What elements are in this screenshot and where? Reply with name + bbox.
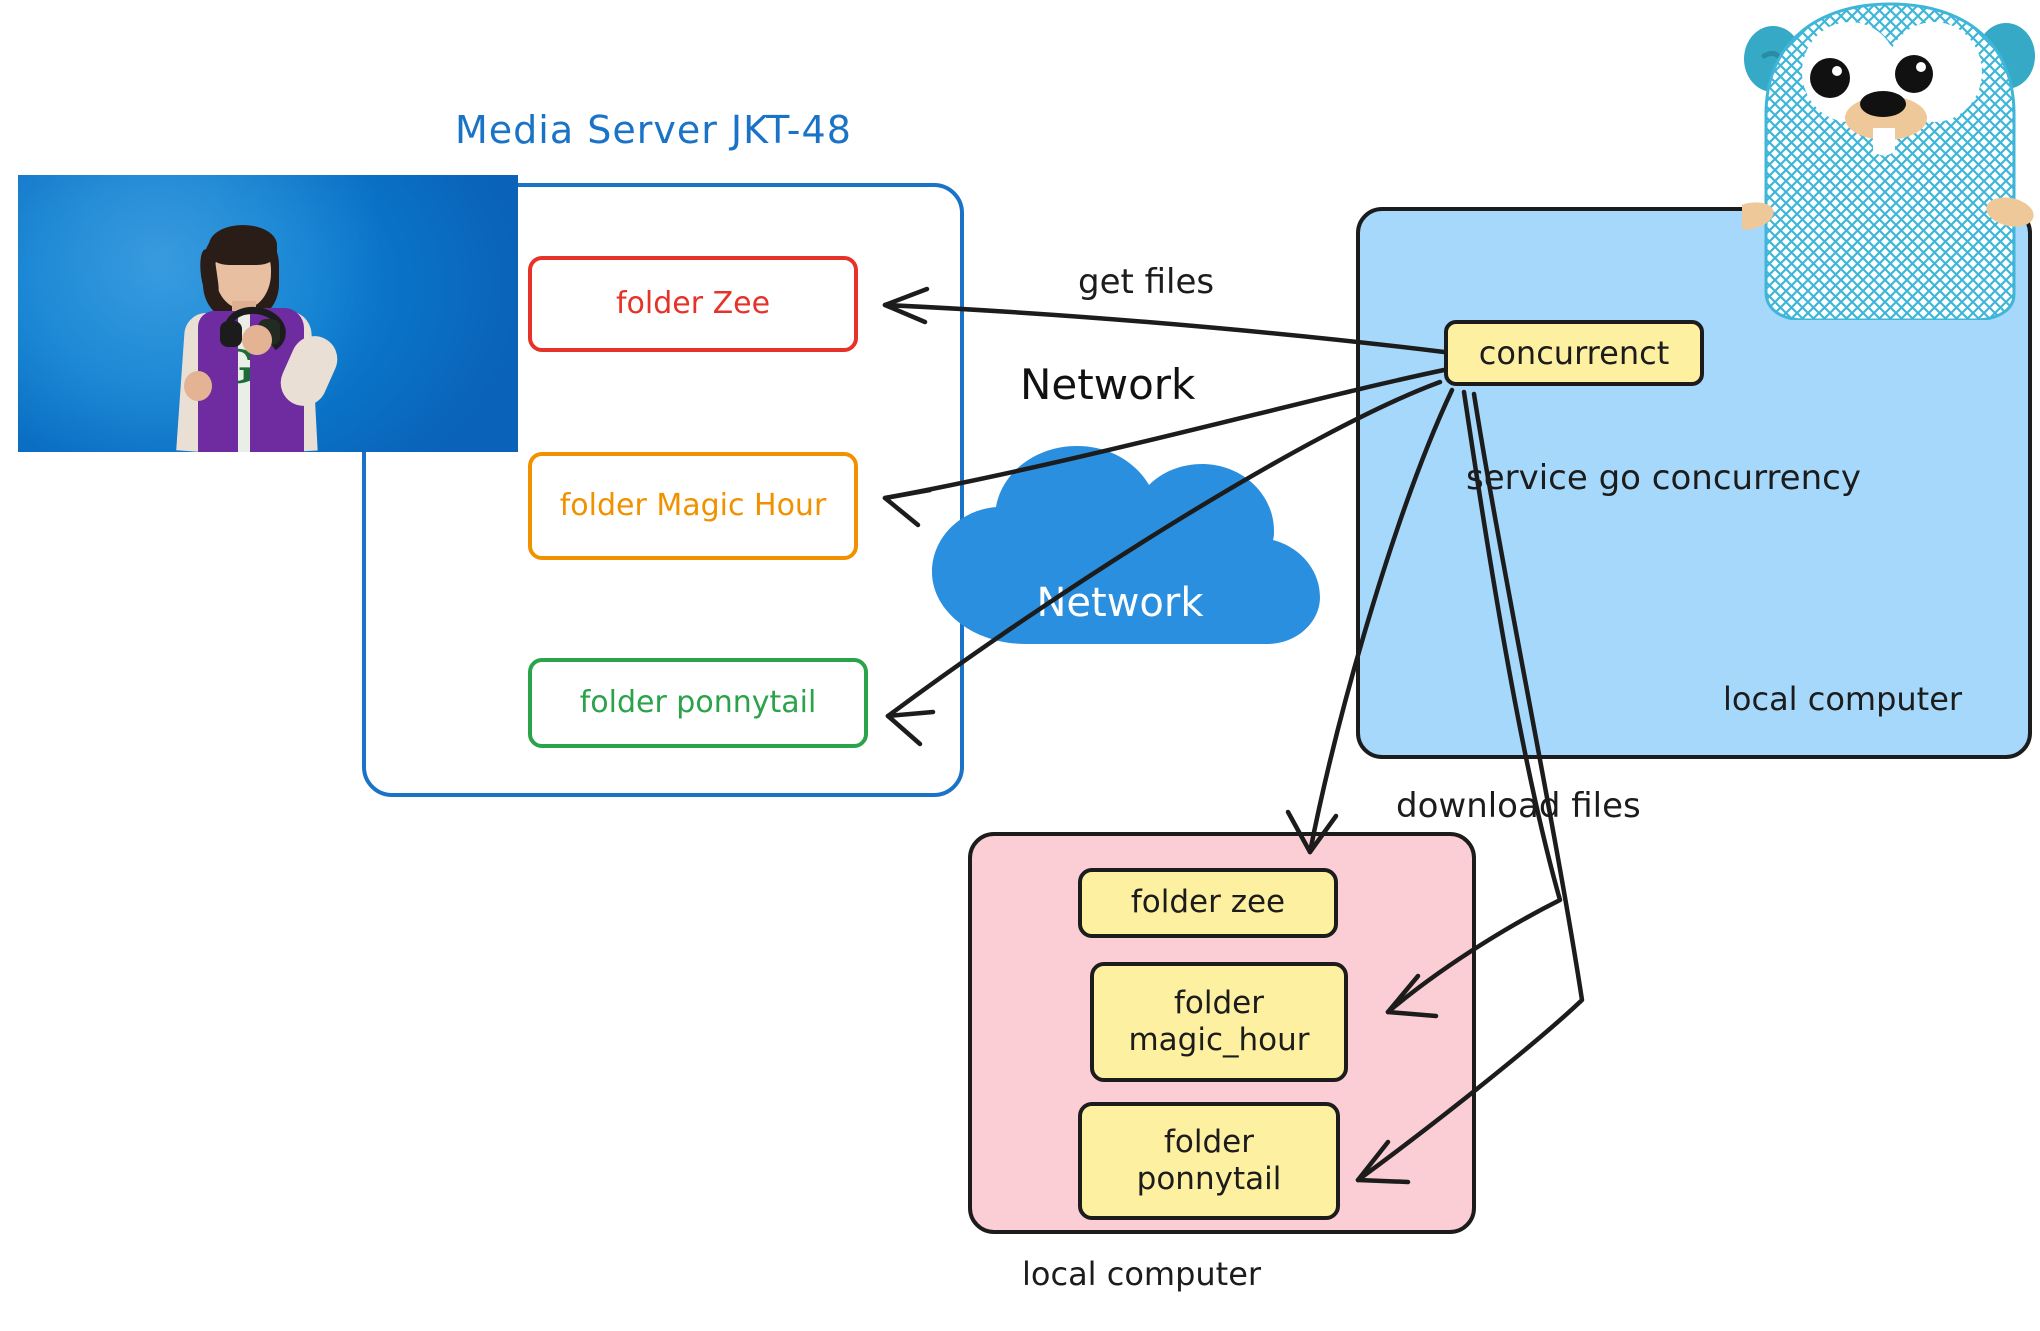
local-folder-zee[interactable]: folder zee [1078, 868, 1338, 938]
arrow-label-get-files: get files [1078, 262, 1215, 302]
server-folder-zee[interactable]: folder Zee [528, 256, 858, 352]
go-gopher-icon [1742, 0, 2038, 320]
figure-hand-right [242, 325, 272, 355]
server-folder-magic-hour[interactable]: folder Magic Hour [528, 452, 858, 560]
figure-hair-front [209, 225, 277, 265]
local-computer-label: local computer [1723, 680, 1963, 718]
service-go-concurrency-caption: service go concurrency [1466, 458, 1861, 498]
local-folder-magic-hour[interactable]: folder magic_hour [1090, 962, 1348, 1082]
headphone-cup-left [220, 321, 242, 347]
network-label-outside: Network [1020, 360, 1196, 409]
arrow-label-download-files: download files [1396, 786, 1641, 826]
concurrent-service-node[interactable]: concurrenct [1444, 320, 1704, 386]
local-folder-ponnytail[interactable]: folder ponnytail [1078, 1102, 1340, 1220]
network-label-inside: Network [1036, 580, 1204, 626]
video-thumbnail[interactable]: G [18, 175, 518, 452]
page-title: Media Server JKT-48 [455, 108, 852, 152]
download-target-label: local computer [1022, 1255, 1262, 1293]
server-folder-ponnytail[interactable]: folder ponnytail [528, 658, 868, 748]
figure-hand-left [184, 371, 212, 401]
